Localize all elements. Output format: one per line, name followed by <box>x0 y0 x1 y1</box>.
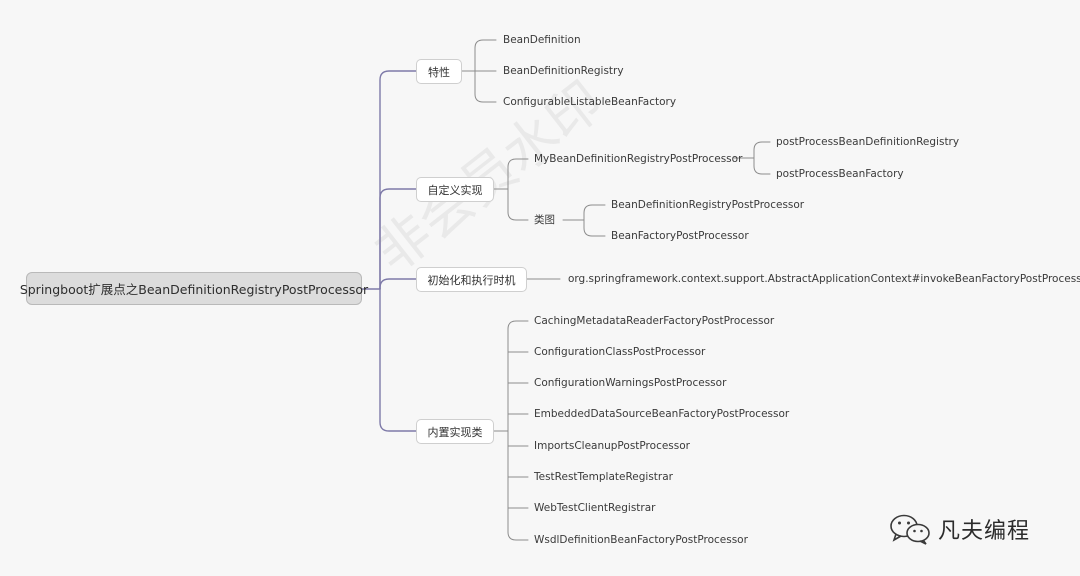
features-item[interactable]: ConfigurableListableBeanFactory <box>503 96 677 108</box>
builtin-item[interactable]: EmbeddedDataSourceBeanFactoryPostProcess… <box>534 408 790 420</box>
custom-connectors <box>493 141 771 237</box>
branch-custom[interactable]: 自定义实现 <box>416 177 494 202</box>
builtin-item[interactable]: WebTestClientRegistrar <box>534 502 656 514</box>
features-item[interactable]: BeanDefinition <box>503 34 581 46</box>
class-diagram-item[interactable]: BeanFactoryPostProcessor <box>611 230 749 242</box>
builtin-item[interactable]: WsdlDefinitionBeanFactoryPostProcessor <box>534 534 748 546</box>
branch-builtin[interactable]: 内置实现类 <box>416 419 494 444</box>
wechat-icon <box>890 514 930 545</box>
builtin-connectors <box>493 320 529 541</box>
class-diagram-item[interactable]: BeanDefinitionRegistryPostProcessor <box>611 199 805 211</box>
branch-features[interactable]: 特性 <box>416 59 462 84</box>
builtin-item[interactable]: ConfigurationClassPostProcessor <box>534 346 706 358</box>
builtin-item[interactable]: ImportsCleanupPostProcessor <box>534 440 690 452</box>
builtin-item[interactable]: ConfigurationWarningsPostProcessor <box>534 377 727 389</box>
my-processor-method[interactable]: postProcessBeanDefinitionRegistry <box>776 136 960 148</box>
features-item[interactable]: BeanDefinitionRegistry <box>503 65 624 77</box>
brand-logo: 凡夫编程 <box>888 512 1030 546</box>
init-timing-item[interactable]: org.springframework.context.support.Abst… <box>568 273 1080 285</box>
my-processor-method[interactable]: postProcessBeanFactory <box>776 168 904 180</box>
builtin-item[interactable]: TestRestTemplateRegistrar <box>534 471 673 483</box>
custom-my-processor[interactable]: MyBeanDefinitionRegistryPostProcessor <box>534 153 743 165</box>
builtin-item[interactable]: CachingMetadataReaderFactoryPostProcesso… <box>534 315 775 327</box>
branch-init-timing[interactable]: 初始化和执行时机 <box>416 267 527 292</box>
root-connectors <box>361 70 417 432</box>
features-connectors <box>461 39 497 103</box>
brand-name: 凡夫编程 <box>938 519 1031 544</box>
root-node[interactable]: Springboot扩展点之BeanDefinitionRegistryPost… <box>20 272 368 305</box>
custom-class-diagram[interactable]: 类图 <box>534 214 555 226</box>
